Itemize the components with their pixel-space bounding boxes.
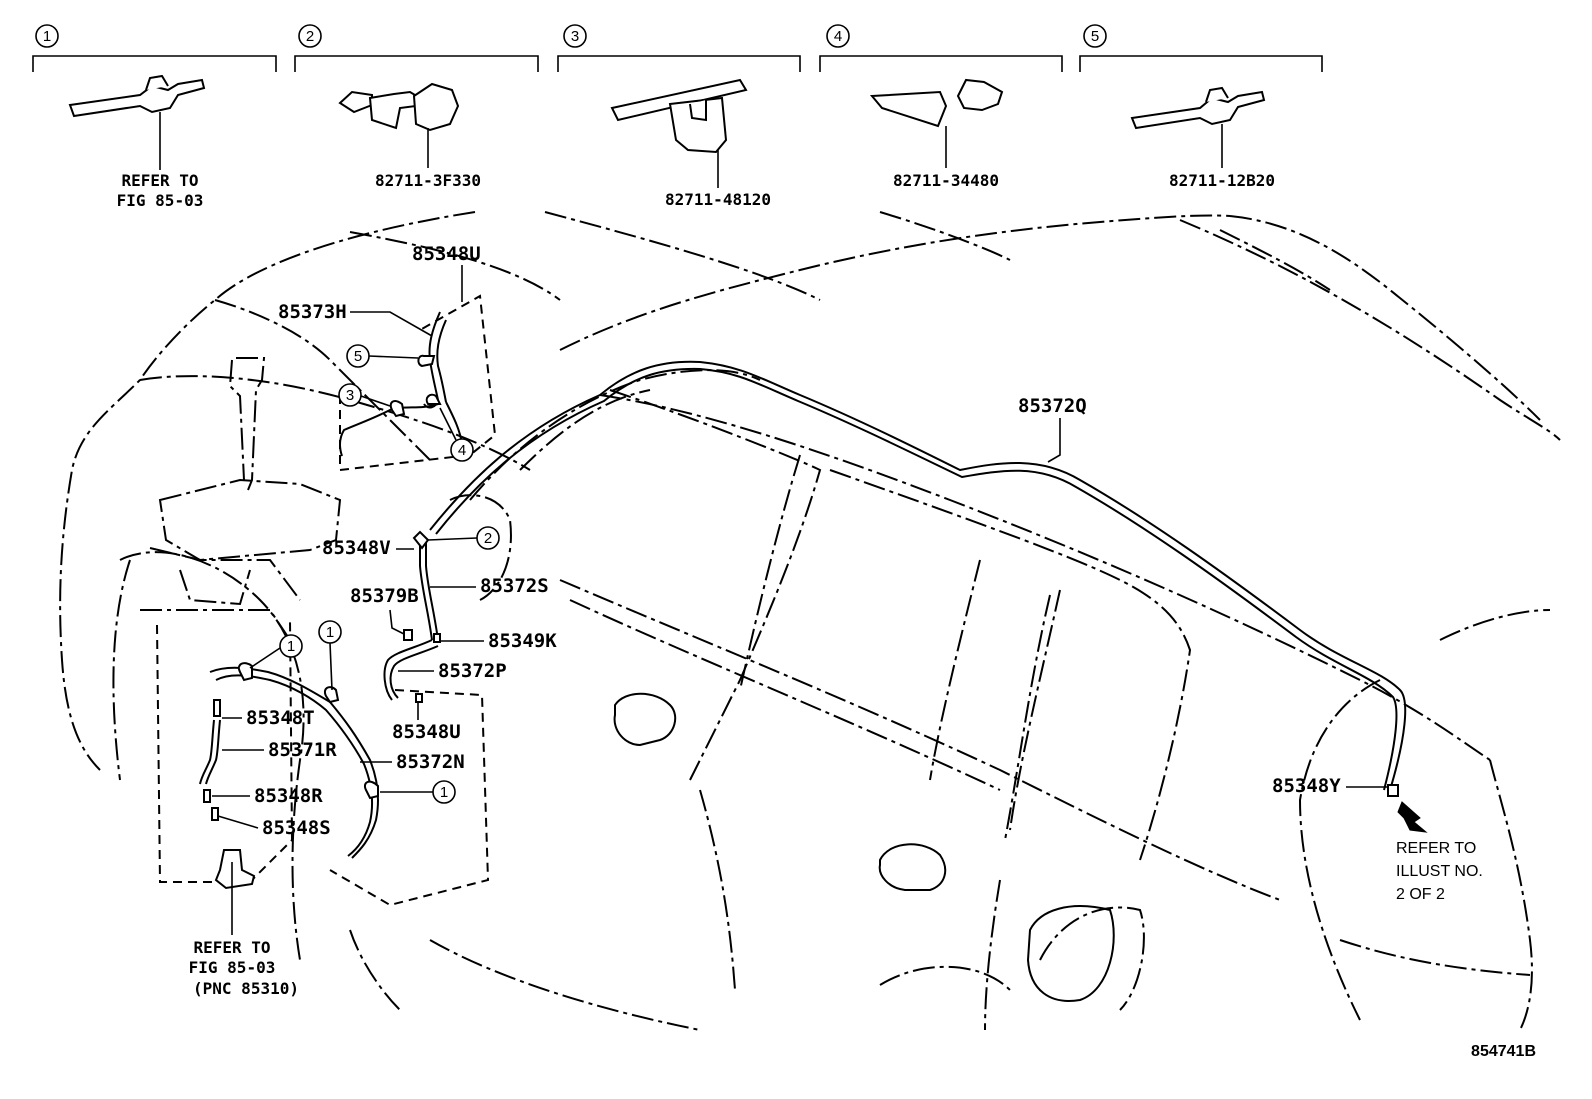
label-85349K: 85349K	[488, 630, 557, 652]
svg-text:2: 2	[484, 530, 492, 547]
clip-variant-4-index: 4	[834, 28, 842, 45]
svg-text:5: 5	[354, 348, 362, 365]
callout-1-left: 1	[249, 634, 303, 669]
svg-text:1: 1	[326, 624, 334, 641]
refer-arrow-icon	[1397, 801, 1428, 833]
clip-variant-2-index: 2	[306, 28, 314, 45]
callout-2: 2	[427, 526, 500, 550]
label-85373H: 85373H	[278, 301, 347, 323]
clip-variant-1-ref-line-1: REFER TO	[121, 171, 198, 190]
pump-ref-line-3: (PNC 85310)	[193, 979, 299, 998]
hose-85372Q	[429, 360, 1407, 791]
clip-variant-1-index: 1	[43, 28, 51, 45]
label-85371R: 85371R	[268, 739, 337, 761]
clip-variant-3-part-number: 82711-48120	[665, 190, 771, 209]
label-85372S: 85372S	[480, 575, 549, 597]
clip-variant-4-part-number: 82711-34480	[893, 171, 999, 190]
clip-variant-5: 5 82711-12B20	[1079, 24, 1323, 190]
vehicle-body-outline	[59, 211, 1561, 1031]
clip-4-icon	[869, 78, 1004, 168]
label-85348U-mid: 85348U	[392, 721, 461, 743]
clip-5-icon	[1130, 86, 1266, 168]
clip-variant-1: 1 REFER TO FIG 85-03	[32, 24, 277, 210]
clip-variant-5-index: 5	[1091, 28, 1099, 45]
diagram-code: 854741B	[1471, 1043, 1536, 1060]
clip-variant-4: 4 82711-34480	[819, 24, 1063, 190]
label-85348V: 85348V	[322, 537, 391, 559]
label-85372Q: 85372Q	[1018, 395, 1087, 417]
clip-variant-5-part-number: 82711-12B20	[1169, 171, 1275, 190]
callout-4: 4	[439, 407, 474, 462]
hose-clips	[203, 354, 1399, 821]
svg-text:1: 1	[440, 784, 448, 801]
rear-ref-line-1: REFER TO	[1396, 840, 1476, 857]
clip-variant-2-part-number: 82711-3F330	[375, 171, 481, 190]
clip-callouts: 5 3 4 2 1 1 1	[249, 344, 500, 804]
clip-variant-1-ref-line-2: FIG 85-03	[117, 191, 204, 210]
label-85372N: 85372N	[396, 751, 465, 773]
clip-2-icon	[338, 82, 460, 168]
svg-text:3: 3	[346, 387, 354, 404]
label-85372P: 85372P	[438, 660, 507, 682]
part-labels: 85348U 85373H 85372Q 85348V 85372S 85379…	[212, 243, 1388, 839]
label-85348R: 85348R	[254, 785, 323, 807]
rear-reference-note: REFER TO ILLUST NO. 2 OF 2	[1396, 801, 1483, 903]
label-85379B: 85379B	[350, 585, 419, 607]
label-85348S: 85348S	[262, 817, 331, 839]
rear-ref-line-3: 2 OF 2	[1396, 886, 1445, 903]
label-85348U-top: 85348U	[412, 243, 481, 265]
pump-reference-note: REFER TO FIG 85-03 (PNC 85310)	[189, 938, 299, 998]
clip-variant-3-index: 3	[571, 28, 579, 45]
svg-text:4: 4	[458, 442, 466, 459]
clip-3-icon	[610, 78, 748, 188]
label-85348Y: 85348Y	[1272, 775, 1341, 797]
clip-variant-3: 3 82711-48120	[557, 24, 801, 209]
callout-1-lower: 1	[380, 780, 456, 804]
label-85348T: 85348T	[246, 707, 315, 729]
pump-ref-line-1: REFER TO	[193, 938, 270, 957]
clip-1-icon	[68, 74, 206, 170]
svg-text:1: 1	[287, 638, 295, 655]
pump-ref-line-2: FIG 85-03	[189, 958, 276, 977]
clip-variant-2: 2 82711-3F330	[294, 24, 539, 190]
callout-3: 3	[338, 383, 391, 407]
engine-bay-components	[140, 357, 342, 641]
callout-5: 5	[346, 344, 419, 368]
callout-1-middle: 1	[318, 620, 342, 691]
washer-hoses	[199, 311, 1407, 935]
rear-ref-line-2: ILLUST NO.	[1396, 863, 1483, 880]
